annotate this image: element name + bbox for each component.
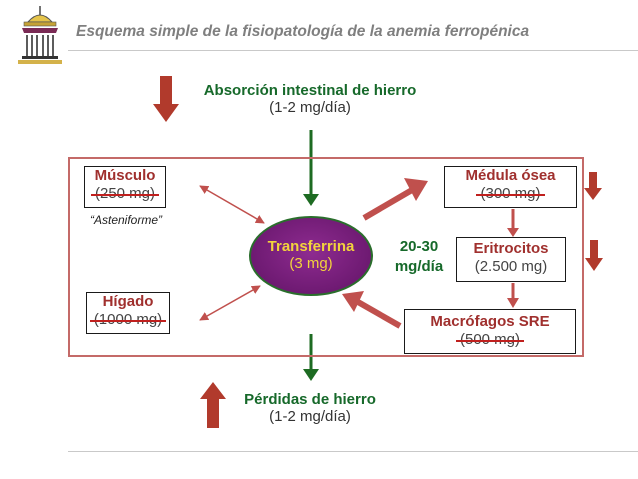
macrophages-to-transferrin-arrow [342, 291, 402, 329]
muscle-box: Músculo (250 mg) [84, 166, 166, 208]
flow-rate-line2: mg/día [394, 258, 444, 275]
erythrocytes-to-macrophages-arrow [507, 283, 519, 308]
macrophages-label: Macrófagos SRE [430, 313, 550, 330]
erythrocytes-box: Eritrocitos (2.500 mg) [456, 237, 566, 282]
liver-label: Hígado [102, 293, 154, 310]
decrease-arrow-icon [153, 76, 179, 122]
transferrin-value: (3 mg) [289, 255, 333, 272]
losses-value: (1-2 mg/día) [269, 408, 351, 425]
muscle-exchange-arrow [199, 185, 265, 224]
university-logo-icon [18, 6, 62, 64]
marrow-label: Médula ósea [465, 167, 556, 184]
absorption-value: (1-2 mg/día) [269, 99, 351, 116]
flow-rate-line1: 20-30 [399, 238, 439, 255]
increase-arrow-icon [200, 382, 226, 428]
flow-rate: 20-30 mg/día [389, 237, 449, 277]
transferrin-node: Transferrina (3 mg) [249, 216, 373, 296]
liver-box: Hígado (1000 mg) [86, 292, 170, 334]
muscle-note: “Asteniforme” [90, 213, 163, 227]
marrow-to-erythrocytes-arrow [507, 209, 519, 237]
losses-block: Pérdidas de hierro (1-2 mg/día) [210, 391, 410, 425]
footer-divider [68, 451, 638, 452]
transferrin-to-marrow-arrow [362, 178, 428, 221]
title-divider [68, 50, 638, 51]
macrophages-value: (500 mg) [455, 331, 525, 348]
erythrocytes-decrease-arrow-icon [585, 240, 603, 271]
marrow-decrease-arrow-icon [584, 172, 602, 200]
losses-label: Pérdidas de hierro [244, 391, 376, 408]
body-compartment-frame [68, 157, 584, 357]
macrophages-box: Macrófagos SRE (500 mg) [404, 309, 576, 354]
liver-exchange-arrow [199, 285, 261, 321]
marrow-value: (300 mg) [476, 185, 545, 202]
muscle-value: (250 mg) [90, 185, 160, 202]
liver-value: (1000 mg) [89, 311, 167, 328]
losses-arrow-icon [303, 334, 319, 381]
erythrocytes-value: (2.500 mg) [474, 258, 548, 275]
muscle-label: Músculo [94, 167, 156, 184]
absorption-arrow-icon [303, 130, 319, 206]
absorption-block: Absorción intestinal de hierro (1-2 mg/d… [180, 82, 440, 116]
marrow-box: Médula ósea (300 mg) [444, 166, 577, 208]
transferrin-label: Transferrina [267, 238, 355, 255]
absorption-label: Absorción intestinal de hierro [203, 82, 417, 99]
erythrocytes-label: Eritrocitos [473, 240, 549, 257]
page-title: Esquema simple de la fisiopatología de l… [76, 23, 530, 40]
